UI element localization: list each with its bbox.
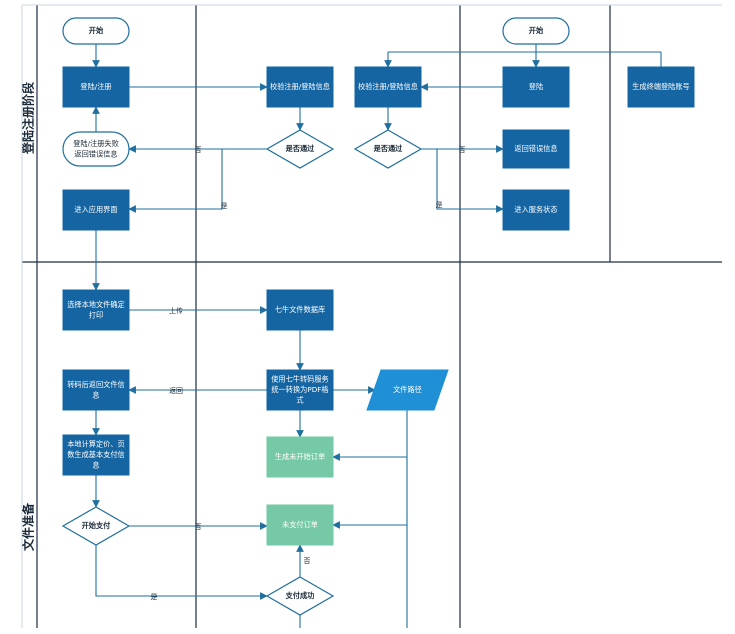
- node-pass2: 是否通过: [353, 129, 423, 169]
- node-text: 开始: [89, 26, 104, 35]
- flow-connector: [332, 457, 408, 529]
- node-text: 返回错误信息: [74, 149, 117, 158]
- node-text: 选择本地文件确定: [67, 300, 125, 309]
- node-login2: 登陆: [502, 66, 570, 108]
- node-pay-success: 支付成功: [265, 576, 335, 616]
- node-text: 数生成基本支付信: [67, 450, 125, 459]
- node-text: 校验注册/登陆信息: [270, 82, 330, 91]
- node-app-ui: 进入应用界面: [62, 189, 130, 231]
- edge-label-upload: 上传: [169, 306, 183, 315]
- node-text: 登陆/注册失败: [73, 139, 119, 148]
- node-service-state: 进入服务状态: [502, 189, 570, 231]
- edge-label-pass2-no: 否: [459, 146, 466, 154]
- lane-label: 文件准备: [21, 502, 36, 551]
- node-pass1: 是否通过: [265, 129, 335, 169]
- flow-connector: [95, 545, 268, 600]
- node-text: 开始支付: [82, 521, 111, 530]
- edge-label-startpay-no: 否: [195, 523, 202, 531]
- node-start1: 开始: [62, 17, 130, 45]
- node-text: 开始: [529, 26, 544, 35]
- node-start2: 开始: [502, 17, 570, 45]
- node-text: 是否通过: [285, 144, 316, 153]
- node-text: 进入应用界面: [74, 205, 117, 214]
- edge-label-paysuccess-yes: 是: [151, 593, 158, 601]
- edge-label-return: 返回: [169, 387, 183, 395]
- flow-connector: [332, 410, 408, 461]
- node-text: 息: [92, 390, 99, 399]
- node-gen-account: 生成终端登陆账号: [627, 66, 695, 108]
- node-text: 未支付订单: [282, 520, 318, 529]
- node-unpaid-order: 未支付订单: [266, 504, 334, 546]
- node-text: 文件路径: [393, 385, 422, 394]
- node-text: 式: [296, 396, 303, 405]
- node-start-pay: 开始支付: [61, 506, 131, 546]
- edge-label-pass1-yes: 是: [221, 202, 228, 210]
- node-verify1: 校验注册/登陆信息: [266, 66, 334, 108]
- node-text: 进入服务状态: [514, 205, 557, 214]
- node-register: 登陆/注册: [62, 66, 130, 108]
- node-text: 转码后返回文件信: [67, 380, 125, 389]
- node-file-path: 文件路径: [366, 369, 449, 411]
- node-text: 生成终端登陆账号: [632, 82, 690, 91]
- flow-connector: [128, 149, 223, 213]
- node-text: 支付成功: [285, 591, 315, 600]
- node-text: 是否通过: [373, 144, 404, 153]
- node-text: 使用七牛转码服务: [271, 375, 329, 384]
- lane-label: 登陆注册阶段: [21, 81, 36, 155]
- node-text: 本地计算定价、页: [67, 440, 125, 449]
- node-text: 统一转换为PDF格: [271, 385, 329, 394]
- edge-label-pass2-yes: 是: [436, 201, 443, 209]
- node-text: 七牛文件数据库: [275, 305, 325, 314]
- node-text: 息: [92, 461, 99, 470]
- edge-label-fail-no: 否: [195, 146, 202, 154]
- node-text: 返回错误信息: [514, 144, 557, 153]
- node-text: 生成未开始订单: [275, 452, 325, 461]
- node-text: 校验注册/登陆信息: [358, 82, 418, 91]
- node-verify2: 校验注册/登陆信息: [354, 66, 422, 108]
- edge-label-paysuccess-no: 否: [304, 557, 311, 565]
- node-text: 打印: [89, 310, 103, 319]
- node-text: 登陆/注册: [80, 82, 111, 91]
- node-gen-order: 生成未开始订单: [266, 436, 334, 478]
- node-qiniu-db: 七牛文件数据库: [266, 289, 334, 331]
- flow-connector: [436, 149, 504, 213]
- node-text: 登陆: [529, 82, 543, 91]
- node-err-info: 返回错误信息: [502, 129, 570, 169]
